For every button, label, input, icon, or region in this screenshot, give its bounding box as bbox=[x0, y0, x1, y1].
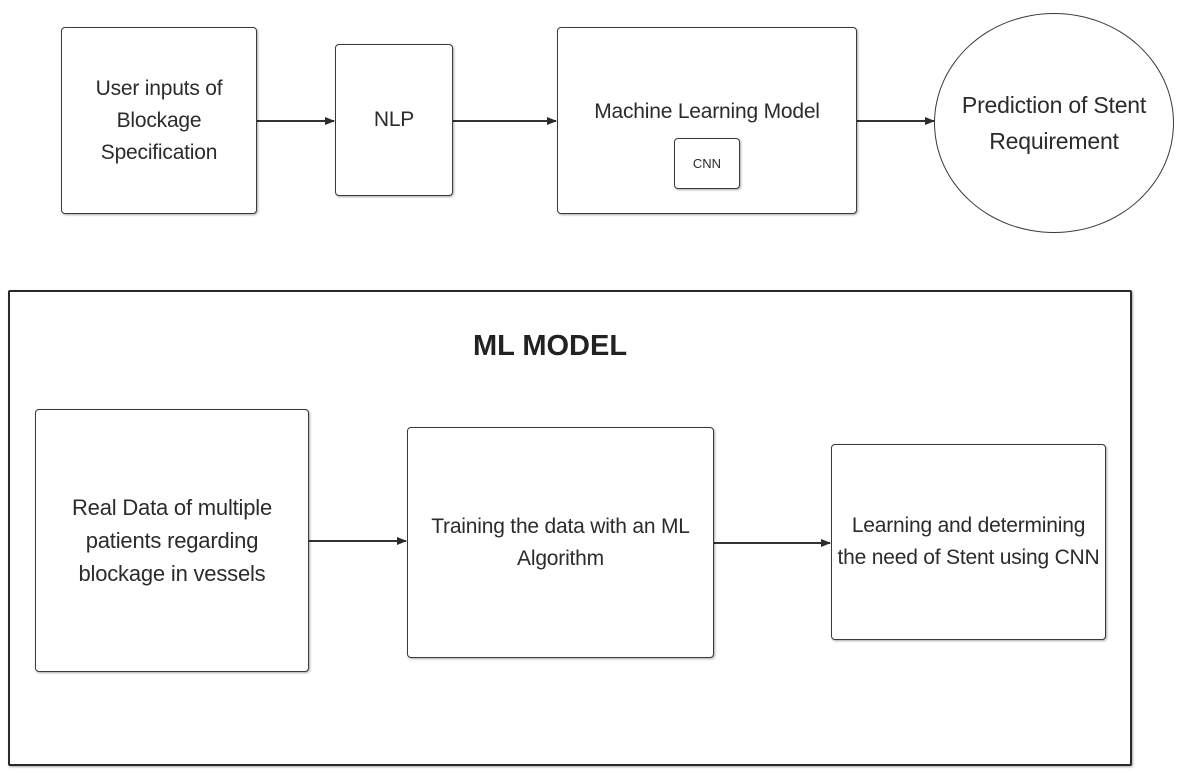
user-inputs-label: User inputs of Blockage Specification bbox=[95, 76, 223, 164]
nlp-box: NLP bbox=[335, 44, 453, 196]
prediction-circle: Prediction of Stent Requirement bbox=[934, 13, 1174, 233]
real-data-box: Real Data of multiple patients regarding… bbox=[35, 409, 309, 672]
machine-learning-model-box: Machine Learning Model CNN bbox=[557, 27, 857, 214]
ml-model-frame bbox=[8, 290, 1132, 766]
nlp-label: NLP bbox=[373, 108, 415, 131]
ml-model-title: ML MODEL bbox=[472, 330, 628, 362]
prediction-label: Prediction of Stent Requirement bbox=[961, 92, 1147, 154]
cnn-box: CNN bbox=[674, 138, 740, 189]
learning-label: Learning and determining the need of Ste… bbox=[837, 514, 1100, 569]
real-data-label: Real Data of multiple patients regarding… bbox=[71, 495, 272, 586]
machine-learning-model-label: Machine Learning Model bbox=[594, 100, 820, 123]
learning-box: Learning and determining the need of Ste… bbox=[831, 444, 1106, 640]
training-box: Training the data with an ML Algorithm bbox=[407, 427, 714, 658]
cnn-label: CNN bbox=[692, 156, 722, 171]
training-label: Training the data with an ML Algorithm bbox=[431, 514, 690, 570]
user-inputs-box: User inputs of Blockage Specification bbox=[61, 27, 257, 214]
